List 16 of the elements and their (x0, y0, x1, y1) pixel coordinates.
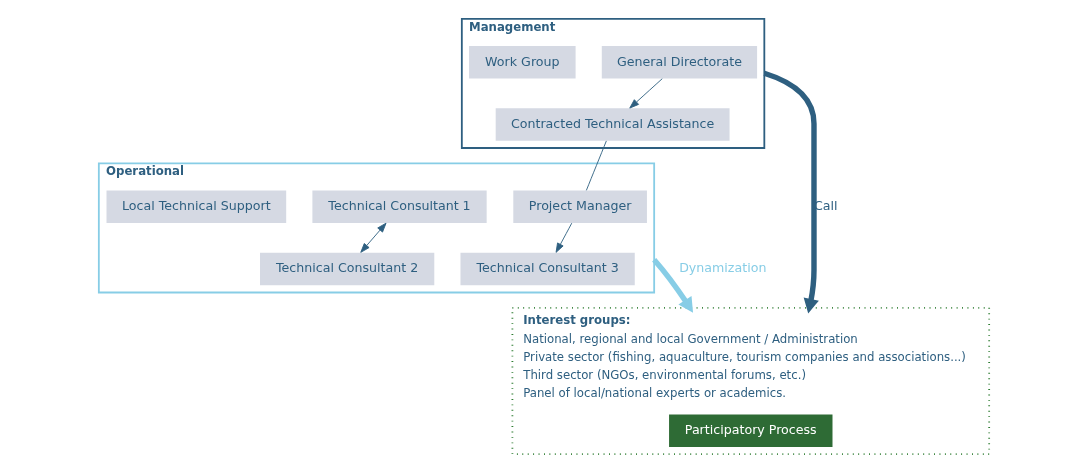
arrow (651, 257, 693, 313)
arrow (359, 222, 386, 253)
edge-label: Dynamization (678, 260, 766, 276)
arrow (628, 78, 663, 109)
node-box: Contracted Technical Assistance (495, 108, 730, 141)
node-box: Project Manager (512, 190, 647, 223)
node-box: Technical Consultant 2 (259, 252, 434, 286)
node-box: Local Technical Support (106, 190, 286, 223)
node-box: Technical Consultant 3 (460, 252, 635, 286)
node-box: Participatory Process (668, 414, 832, 447)
connector (585, 140, 607, 191)
arrow (762, 70, 819, 314)
node-box: Work Group (468, 45, 576, 79)
node-box: Technical Consultant 1 (311, 190, 487, 223)
node-box: General Directorate (601, 45, 757, 79)
arrow (555, 222, 572, 253)
